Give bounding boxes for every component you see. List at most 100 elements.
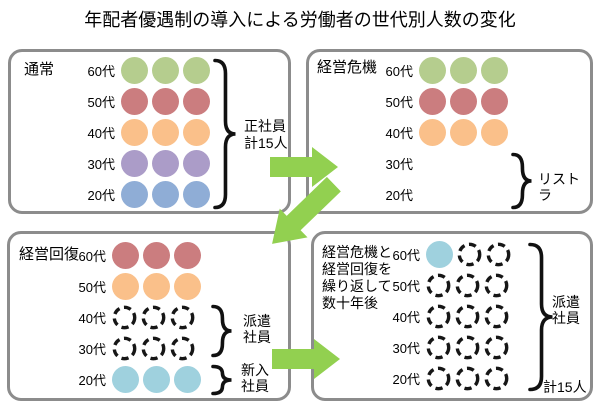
age-label: 50代 [87, 95, 115, 110]
dispatch-vacancy-dashed-circle [141, 336, 166, 361]
circle-group [121, 150, 210, 177]
panel-crisis-rows: 60代 50代 40代 30代 20代 [379, 55, 508, 210]
age-row: 50代 [379, 86, 508, 117]
worker-circle-orange [121, 119, 148, 146]
age-label: 20代 [78, 373, 106, 388]
circle-group [112, 366, 201, 393]
age-row: 20代 [379, 179, 508, 210]
worker-circle-green [121, 57, 148, 84]
brace-new-staff [211, 364, 232, 396]
age-label: 50代 [385, 95, 413, 110]
circle-group [426, 241, 511, 268]
regular-staff-label: 正社員 計15人 [244, 118, 288, 151]
age-row: 60代 [81, 55, 210, 86]
age-row: 20代 [81, 179, 210, 210]
worker-circle-cyan [426, 241, 453, 268]
dispatch-vacancy-dashed-circle [426, 366, 451, 391]
arrow-normal-to-crisis [270, 147, 338, 187]
circle-group [121, 57, 210, 84]
panel-normal-rows: 60代 50代 40代 30代 20代 [81, 55, 210, 210]
age-row: 60代 [386, 239, 511, 270]
age-row: 50代 [72, 271, 201, 302]
age-label: 30代 [392, 341, 420, 356]
dispatch-vacancy-dashed-circle [457, 242, 482, 267]
age-row: 30代 [379, 148, 508, 179]
worker-circle-orange [481, 119, 508, 146]
panel-crisis-title: 経営危機 [317, 59, 378, 76]
panel-normal: 通常 60代 50代 40代 30代 20代 正社員 計15人 [8, 49, 291, 214]
worker-circle-blue [121, 181, 148, 208]
age-row: 40代 [379, 117, 508, 148]
worker-circle-orange [143, 273, 170, 300]
age-row: 20代 [386, 363, 511, 394]
brace-layoffs [511, 152, 532, 210]
dispatch-vacancy-dashed-circle [484, 366, 509, 391]
dispatch-vacancy-dashed-circle [426, 273, 451, 298]
age-row: 40代 [386, 301, 511, 332]
worker-circle-rose [152, 88, 179, 115]
worker-circle-blue [183, 181, 210, 208]
worker-circle-rose [183, 88, 210, 115]
circle-group [112, 273, 201, 300]
panel-recovery-rows: 60代 50代 40代 30代 20代 [72, 240, 201, 395]
circle-group [121, 88, 210, 115]
worker-circle-rose [121, 88, 148, 115]
age-row: 20代 [72, 364, 201, 395]
age-label: 30代 [87, 157, 115, 172]
dispatch-vacancy-dashed-circle [455, 366, 480, 391]
age-label: 20代 [392, 372, 420, 387]
age-label: 60代 [78, 249, 106, 264]
age-label: 40代 [385, 126, 413, 141]
dispatch-vacancy-dashed-circle [455, 304, 480, 329]
age-row: 30代 [386, 332, 511, 363]
worker-circle-blue [152, 181, 179, 208]
dispatch-staff-label: 派遣 社員 [552, 294, 580, 326]
worker-circle-rose [450, 88, 477, 115]
age-row: 30代 [81, 148, 210, 179]
age-label: 50代 [392, 279, 420, 294]
age-row: 50代 [81, 86, 210, 117]
arrow-crisis-to-recovery [272, 176, 341, 244]
age-label: 60代 [392, 248, 420, 263]
brace-regular-staff [213, 58, 236, 210]
worker-circle-purple [152, 150, 179, 177]
dispatch-vacancy-dashed-circle [484, 335, 509, 360]
circle-group [419, 57, 508, 84]
circle-group [112, 305, 195, 330]
layoffs-label: リストラ [538, 171, 580, 203]
age-label: 60代 [385, 64, 413, 79]
dispatch-vacancy-dashed-circle [141, 305, 166, 330]
worker-circle-green [152, 57, 179, 84]
circle-group [121, 181, 210, 208]
age-label: 30代 [385, 157, 413, 172]
panel-normal-title: 通常 [24, 61, 55, 78]
worker-circle-purple [183, 150, 210, 177]
dispatch-vacancy-dashed-circle [170, 305, 195, 330]
worker-circle-green [419, 57, 446, 84]
circle-group [112, 336, 195, 361]
age-label: 40代 [392, 310, 420, 325]
circle-group [112, 242, 201, 269]
age-label: 20代 [87, 188, 115, 203]
dispatch-vacancy-dashed-circle [484, 304, 509, 329]
age-label: 20代 [385, 188, 413, 203]
dispatch-vacancy-dashed-circle [455, 335, 480, 360]
age-label: 40代 [78, 311, 106, 326]
worker-circle-orange [419, 119, 446, 146]
new-staff-label: 新入 社員 [241, 362, 269, 394]
worker-circle-orange [183, 119, 210, 146]
brace-dispatch-staff-all [528, 242, 553, 392]
worker-circle-rose [419, 88, 446, 115]
dispatch-vacancy-dashed-circle [426, 304, 451, 329]
age-label: 30代 [78, 342, 106, 357]
age-row: 60代 [379, 55, 508, 86]
panel-recovery-title: 経営回復 [19, 246, 80, 263]
worker-circle-green [183, 57, 210, 84]
dispatch-vacancy-dashed-circle [112, 305, 137, 330]
age-row: 40代 [81, 117, 210, 148]
age-label: 40代 [87, 126, 115, 141]
dispatch-vacancy-dashed-circle [455, 273, 480, 298]
panel-decades-later-rows: 60代 50代 40代 30代 20代 [386, 239, 511, 394]
circle-group [419, 88, 508, 115]
